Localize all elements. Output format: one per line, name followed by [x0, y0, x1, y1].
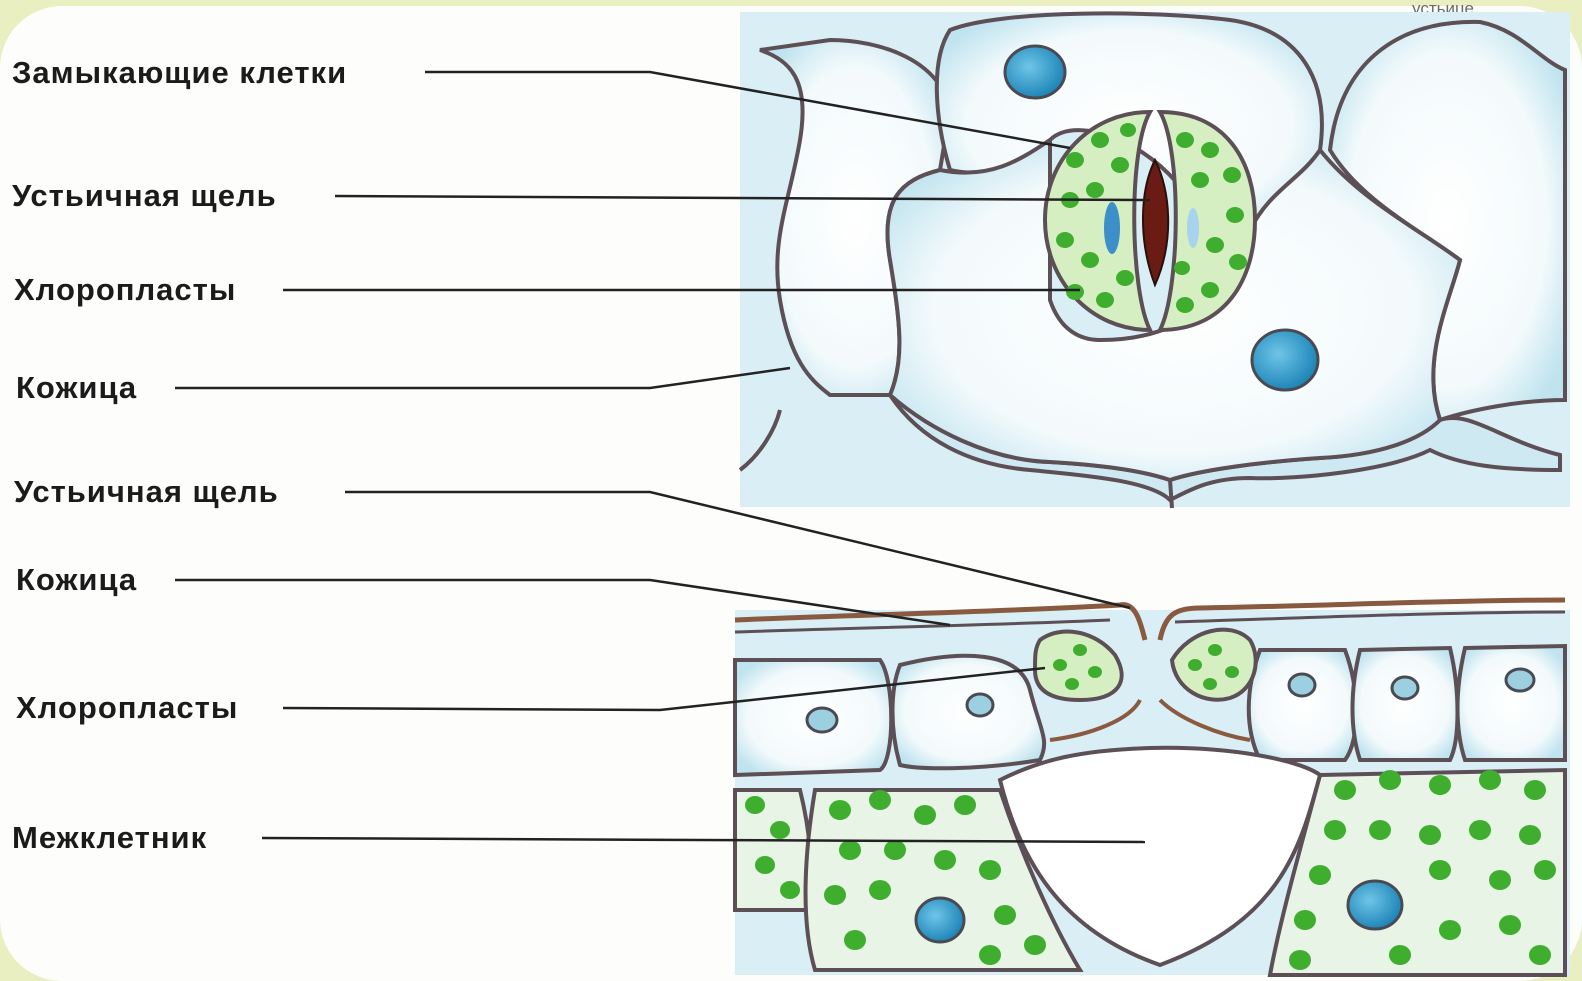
label-guard-cells: Замыкающие клетки: [12, 57, 347, 88]
label-stomatal-slit-bottom: Устьичная щель: [14, 476, 279, 507]
leader-stomatal-slit-bottom: [345, 492, 1130, 608]
leader-skin-top: [175, 368, 790, 388]
guard-cell-nucleus: [1187, 208, 1199, 248]
mesophyll-nucleus: [1348, 881, 1402, 929]
label-chloroplasts-top: Хлоропласты: [14, 274, 236, 305]
label-skin-bottom: Кожица: [16, 564, 137, 595]
mesophyll-nucleus: [916, 898, 964, 942]
guard-cell-nucleus: [1104, 202, 1120, 254]
label-chloroplasts-bottom: Хлоропласты: [16, 692, 238, 723]
nucleus: [1005, 46, 1065, 98]
label-stomatal-slit-top: Устьичная щель: [12, 180, 277, 211]
nucleus: [1252, 330, 1318, 390]
label-intercellular-space: Межклетник: [12, 822, 207, 853]
label-skin-top: Кожица: [16, 372, 137, 403]
cross-section-view: [735, 600, 1570, 975]
surface-view: [740, 12, 1570, 508]
